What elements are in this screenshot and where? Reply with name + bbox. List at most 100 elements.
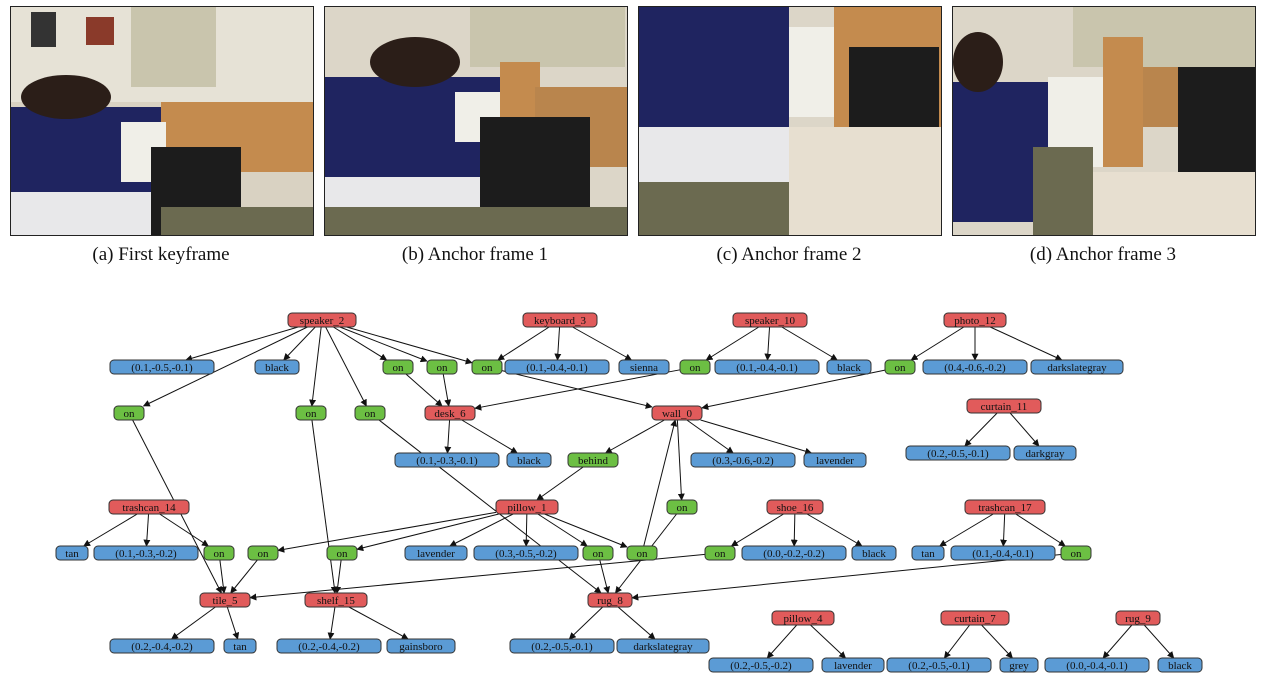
graph-node-attribute: lavender: [404, 545, 468, 561]
graph-node-label: (0.1,-0.4,-0.1): [972, 548, 1034, 560]
graph-node-box: [404, 545, 468, 561]
graph-node-box: [922, 359, 1028, 375]
graph-node-attribute: (0.2,-0.5,-0.1): [905, 445, 1011, 461]
graph-node-label: darkslategray: [633, 641, 693, 653]
graph-node-box: [1115, 610, 1161, 626]
graph-node-box: [522, 312, 598, 328]
graph-node-object: trashcan_14: [108, 499, 190, 515]
graph-node-box: [287, 312, 357, 328]
graph-node-label: on: [895, 362, 907, 374]
graph-edge: [700, 419, 813, 455]
graph-node-label: on: [715, 548, 727, 560]
graph-node-object: curtain_7: [940, 610, 1010, 626]
graph-node-label: behind: [578, 455, 608, 467]
graph-node-box: [203, 545, 235, 561]
graph-node-box: [1030, 359, 1124, 375]
graph-edge: [766, 624, 798, 659]
graph-node-box: [471, 359, 503, 375]
graph-node-attribute: black: [851, 545, 897, 561]
graph-edge: [356, 513, 499, 552]
graph-node-label: (0.2,-0.5,-0.2): [730, 660, 792, 672]
graph-node-box: [276, 638, 382, 654]
graph-node-label: on: [637, 548, 649, 560]
graph-edge: [1143, 624, 1175, 659]
graph-node-box: [766, 499, 824, 515]
graph-node-box: [495, 499, 559, 515]
graph-node-attribute: (0.2,-0.4,-0.2): [276, 638, 382, 654]
graph-node-label: on: [214, 548, 226, 560]
graph-node-label: lavender: [816, 455, 854, 467]
graph-node-object: curtain_11: [966, 398, 1042, 414]
graph-edge: [461, 419, 518, 454]
graph-node-label: on: [365, 408, 377, 420]
caption-b: (b) Anchor frame 1: [401, 244, 549, 265]
graph-node-label: rug_9: [1125, 613, 1151, 625]
caption-c: (c) Anchor frame 2: [716, 244, 862, 265]
graph-edge: [964, 412, 998, 447]
graph-edge: [568, 606, 604, 640]
graph-node-box: [704, 545, 736, 561]
graph-node-box: [651, 405, 703, 421]
graph-node-label: on: [337, 548, 349, 560]
graph-node-label: black: [517, 455, 541, 467]
graph-node-box: [504, 359, 610, 375]
graph-node-relation: on: [354, 405, 386, 421]
graph-edge: [537, 513, 588, 547]
graph-edge: [643, 419, 678, 547]
graph-node-label: (0.2,-0.5,-0.1): [531, 641, 593, 653]
graph-node-box: [616, 638, 710, 654]
graph-node-attribute: (0.3,-0.5,-0.2): [473, 545, 579, 561]
graph-edge: [405, 373, 443, 407]
graph-edge: [572, 326, 633, 361]
graph-node-attribute: black: [254, 359, 300, 375]
graph-node-attribute: (0.1,-0.5,-0.1): [109, 359, 215, 375]
graph-node-relation: on: [203, 545, 235, 561]
graph-edge: [474, 369, 681, 411]
graph-node-label: (0.3,-0.6,-0.2): [712, 455, 774, 467]
graph-node-label: pillow_4: [783, 613, 823, 625]
graph-edge: [142, 326, 308, 407]
graph-edge: [705, 326, 760, 361]
graph-edge: [943, 624, 971, 659]
graph-node-box: [582, 545, 614, 561]
graph-node-attribute: tan: [911, 545, 945, 561]
graph-node-box: [108, 499, 190, 515]
graph-node-label: speaker_2: [300, 315, 345, 327]
graph-node-attribute: darkgray: [1013, 445, 1077, 461]
graph-node-box: [1157, 657, 1203, 673]
graph-node-attribute: (0.2,-0.4,-0.2): [109, 638, 215, 654]
graph-node-box: [803, 452, 867, 468]
graph-node-label: lavender: [834, 660, 872, 672]
graph-node-attribute: black: [826, 359, 872, 375]
graph-node-label: (0.1,-0.3,-0.2): [115, 548, 177, 560]
graph-node-label: on: [677, 502, 689, 514]
graph-node-label: (0.2,-0.5,-0.1): [927, 448, 989, 460]
graph-node-label: curtain_7: [954, 613, 996, 625]
graph-node-label: (0.4,-0.6,-0.2): [944, 362, 1006, 374]
graph-node-box: [690, 452, 796, 468]
graph-node-box: [223, 638, 257, 654]
graph-node-label: speaker_10: [745, 315, 796, 327]
graph-node-label: black: [862, 548, 886, 560]
graph-edge: [599, 559, 611, 594]
graph-node-relation: on: [247, 545, 279, 561]
graph-node-attribute: darkslategray: [1030, 359, 1124, 375]
graph-node-label: trashcan_14: [122, 502, 176, 514]
graph-edge: [604, 419, 665, 454]
graph-node-box: [708, 657, 814, 673]
graph-edge: [339, 326, 428, 363]
graph-node-box: [679, 359, 711, 375]
graph-node-label: black: [837, 362, 861, 374]
graph-node-box: [626, 545, 658, 561]
graph-edge: [348, 606, 409, 640]
graph-node-box: [964, 499, 1046, 515]
graph-node-box: [506, 452, 552, 468]
graph-edge: [346, 326, 473, 365]
graph-node-attribute: (0.1,-0.3,-0.1): [394, 452, 500, 468]
graph-edge: [143, 513, 151, 547]
graph-node-attribute: lavender: [821, 657, 885, 673]
graph-edge: [325, 326, 367, 407]
graph-node-box: [950, 545, 1056, 561]
graph-node-box: [254, 359, 300, 375]
graph-node-attribute: (0.2,-0.5,-0.1): [509, 638, 615, 654]
